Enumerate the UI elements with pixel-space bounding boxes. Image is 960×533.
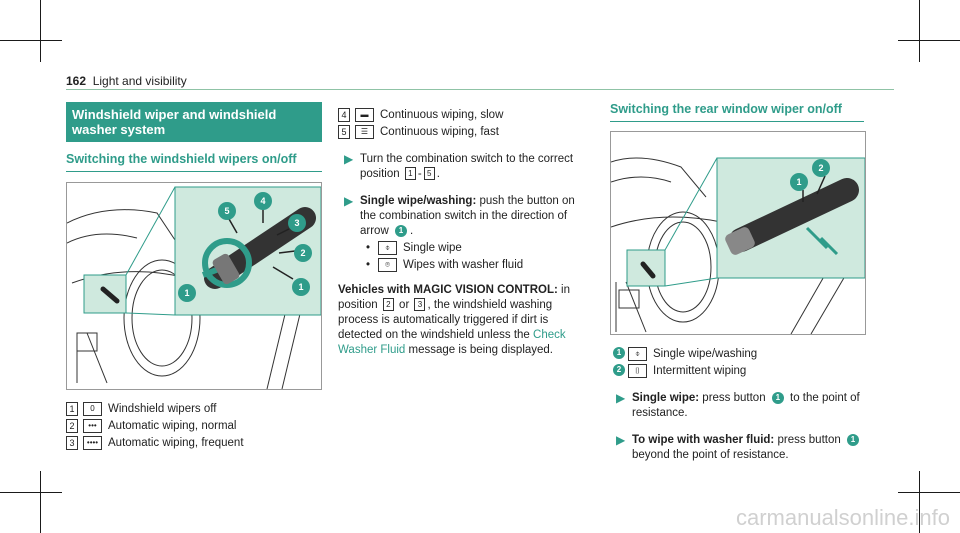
step-arrow-icon: ▶ (616, 391, 626, 405)
page-number: 162 (66, 74, 87, 88)
continuous-slow-icon: ▬ (355, 108, 374, 122)
check-washer-fluid-link[interactable]: Check Washer Fluid (338, 329, 566, 356)
header-rule (66, 89, 894, 90)
dashboard-illustration: 5 4 3 2 1 1 (67, 186, 321, 389)
wiper-off-icon: 0 (83, 402, 102, 416)
crop-mark (40, 471, 41, 533)
legend-item: 5☰Continuous wiping, fast (338, 125, 588, 140)
crop-mark (898, 492, 960, 493)
callout-label: 4 (260, 196, 265, 206)
crop-mark (919, 471, 920, 533)
callout-label: 5 (224, 206, 229, 216)
single-wipe-washing-icon: ⌽ (628, 347, 647, 361)
magic-vision-paragraph: Vehicles with MAGIC VISION CONTROL: in p… (338, 284, 570, 356)
crop-mark (0, 40, 62, 41)
subheading: Switching the rear window wiper on/off (610, 102, 864, 122)
instruction-step: ▶ Turn the combination switch to the cor… (344, 152, 574, 181)
step-arrow-icon: ▶ (616, 433, 626, 447)
callout-label: 1 (796, 177, 801, 187)
callout-label: 3 (294, 218, 299, 228)
single-wipe-icon: ⌽ (378, 241, 397, 255)
continuous-fast-icon: ☰ (355, 125, 374, 139)
legend-item: 2•••Automatic wiping, normal (66, 419, 322, 434)
rear-wiper-figure: 2 1 (610, 131, 866, 335)
dashboard-illustration: 2 1 (611, 157, 865, 334)
legend-item: 2⌷Intermittent wiping (610, 364, 864, 379)
instruction-step: ▶ Single wipe: press button 1 to the poi… (616, 391, 860, 419)
step-arrow-icon: ▶ (344, 194, 354, 208)
legend-item: 3••••Automatic wiping, frequent (66, 436, 322, 451)
auto-wipe-frequent-icon: •••• (83, 436, 102, 450)
intermittent-wiping-icon: ⌷ (628, 364, 647, 378)
legend-item: 1⌽Single wipe/washing (610, 347, 864, 362)
instruction-step: ▶ Single wipe/washing: push the button o… (338, 194, 588, 273)
section-title: Light and visibility (92, 74, 187, 88)
legend-item: 4▬Continuous wiping, slow (338, 108, 588, 123)
middle-column: 4▬Continuous wiping, slow 5☰Continuous w… (338, 106, 588, 358)
step-arrow-icon: ▶ (344, 152, 354, 166)
callout-label: 2 (818, 163, 823, 173)
section-heading: Windshield wiper and windshield washer s… (66, 102, 322, 142)
left-column: Windshield wiper and windshield washer s… (66, 102, 322, 453)
page-header: 162 Light and visibility (66, 74, 187, 88)
washer-fluid-icon: ⌾ (378, 258, 397, 272)
watermark: carmanualsonline.info (735, 505, 950, 530)
wiper-switch-figure: 5 4 3 2 1 1 (66, 182, 322, 390)
crop-mark (0, 492, 62, 493)
bullet-item: •⌽Single wipe (366, 241, 462, 255)
crop-mark (898, 40, 960, 41)
bullet-item: •⌾Wipes with washer fluid (366, 258, 524, 272)
callout-label: 2 (300, 248, 305, 258)
crop-mark (40, 0, 41, 62)
instruction-step: ▶ To wipe with washer fluid: press butto… (610, 433, 864, 463)
crop-mark (919, 0, 920, 62)
callout-label: 1 (184, 288, 189, 298)
legend-list: 1⌽Single wipe/washing 2⌷Intermittent wip… (610, 347, 864, 379)
callout-label: 1 (298, 282, 303, 292)
auto-wipe-normal-icon: ••• (83, 419, 102, 433)
subheading: Switching the windshield wipers on/off (66, 152, 322, 172)
right-column: Switching the rear window wiper on/off (610, 102, 866, 463)
